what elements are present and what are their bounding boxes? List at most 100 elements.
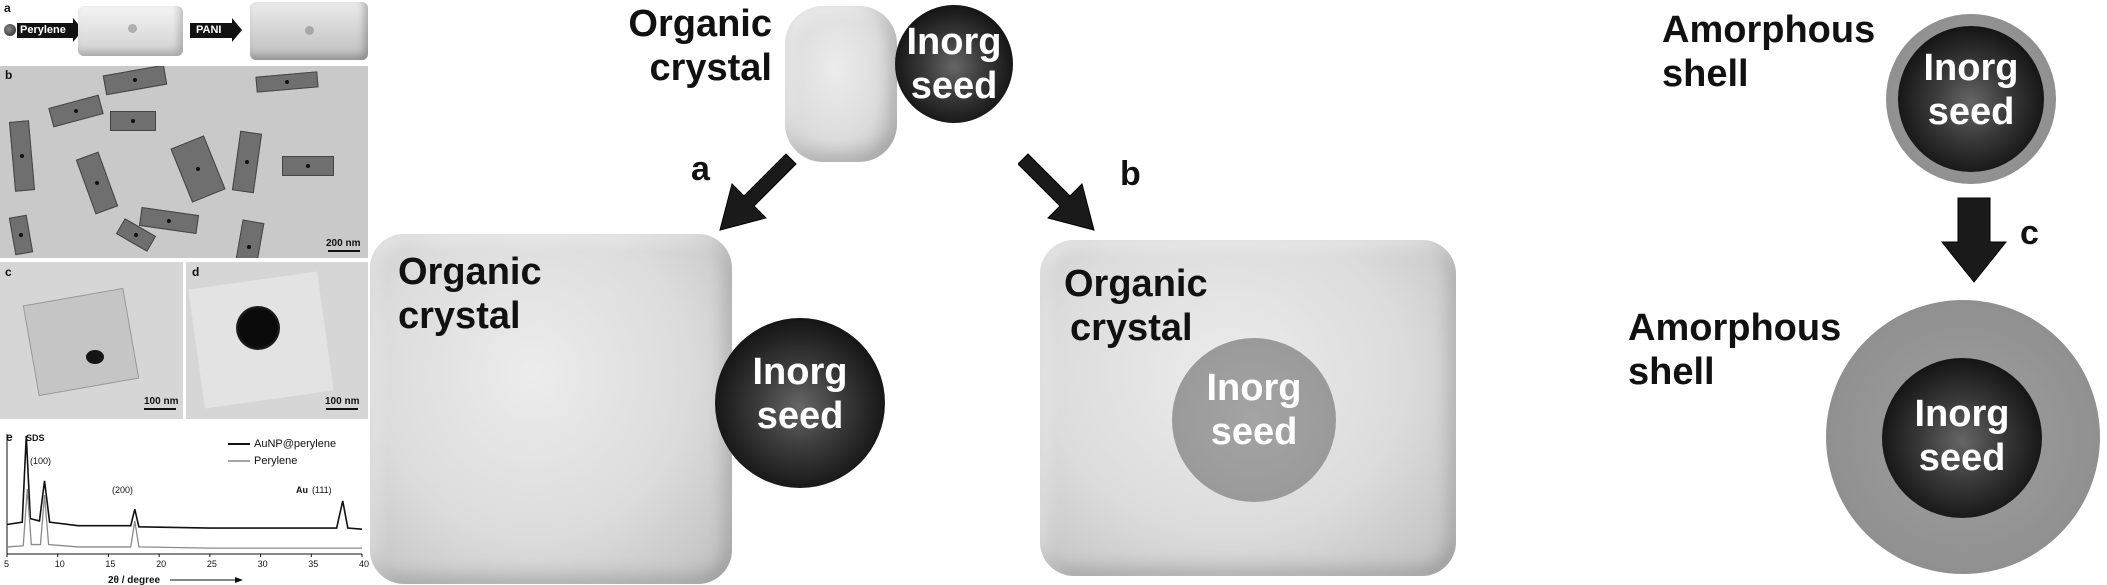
arrow-pani-label: PANI [196, 24, 222, 36]
left-crystal-label: Organic crystal [398, 250, 542, 338]
panel-d-scale-bar [326, 408, 358, 410]
coated-crystal-center-dot [305, 26, 314, 35]
nanorod [138, 207, 200, 234]
top-organic-crystal [785, 6, 897, 162]
x-tick-label: 30 [258, 559, 268, 569]
panel-c-tem-image: c 100 nm [0, 262, 183, 419]
right-bottom-shell-label: Amorphous shell [1628, 306, 1841, 394]
nanorod [255, 71, 319, 93]
legend-aunp: AuNP@perylene [254, 438, 336, 450]
right-top-shell-label-line1: Amorphous [1662, 9, 1876, 51]
seed-particle-icon [4, 24, 16, 36]
nanorod [102, 66, 168, 96]
x-tick-label: 35 [308, 559, 318, 569]
arrow-pani [190, 23, 232, 38]
x-tick-label: 5 [4, 559, 9, 569]
arrow-perylene [17, 23, 73, 38]
left-seed-label-line1: Inorg [752, 351, 848, 393]
nanorod [282, 156, 334, 176]
panel-e-xrd-chart: e 2θ / degree SDS (100) (200) Au (111) A… [0, 424, 370, 585]
panel-b-label: b [5, 68, 13, 82]
arrow-pani-head [232, 18, 242, 42]
left-seed-label-line2: seed [756, 395, 844, 437]
peak-sds-label: SDS [26, 433, 45, 443]
xrd-series [6, 435, 363, 549]
arrow-a-label: a [691, 150, 710, 188]
nanorod [8, 214, 34, 256]
top-crystal-label: Organic crystal [620, 2, 772, 90]
left-organic-crystal [370, 234, 732, 584]
x-ticks: 5 10 15 20 25 30 35 40 [4, 554, 369, 569]
left-inorg-seed [715, 318, 885, 488]
nanorod [110, 111, 156, 131]
arrow-a-icon [719, 153, 797, 231]
right-top-seed-label-line1: Inorg [1923, 47, 2019, 89]
panel-b-scale-bar [328, 250, 360, 252]
right-bottom-inorg-seed [1882, 358, 2042, 518]
top-seed-label-line1: Inorg [906, 21, 1002, 63]
nanorod [75, 151, 119, 215]
nanorod [48, 94, 104, 128]
right-top-shell-label-line2: shell [1662, 53, 1749, 95]
x-tick-label: 15 [105, 559, 115, 569]
right-top-inorg-seed [1898, 26, 2044, 172]
x-tick-label: 20 [156, 559, 166, 569]
gold-nanoparticle [86, 350, 104, 364]
arrow-c-label: c [2020, 214, 2039, 252]
arrow-c-icon [1940, 197, 2008, 283]
x-tick-label: 40 [359, 559, 369, 569]
peak-au-hkl-label: (111) [312, 485, 332, 495]
mid-crystal-label-line2: crystal [1070, 307, 1193, 349]
left-seed-label: Inorg seed [715, 350, 885, 438]
panel-e-label: e [6, 430, 13, 444]
arrow-b-label: b [1120, 155, 1141, 193]
peak-100-label: (100) [30, 456, 51, 466]
xrd-plot: 2θ / degree SDS (100) (200) Au (111) AuN… [4, 433, 369, 585]
right-bottom-seed-label: Inorg seed [1882, 392, 2042, 480]
panel-a: a Perylene PANI [0, 0, 370, 64]
mid-seed-label: Inorg seed [1172, 366, 1336, 454]
series-line-perylene [6, 489, 362, 549]
panel-d-tem-image: d 100 nm [186, 262, 368, 419]
nanorod [231, 130, 263, 194]
panel-c-label: c [5, 265, 12, 279]
top-seed-label: Inorg seed [895, 20, 1013, 108]
peak-200-label: (200) [112, 485, 133, 495]
x-tick-label: 10 [55, 559, 65, 569]
arrow-perylene-label: Perylene [20, 24, 66, 36]
x-tick-label: 25 [207, 559, 217, 569]
right-bottom-seed-label-line1: Inorg [1914, 393, 2010, 435]
right-bottom-shell-label-line1: Amorphous [1628, 307, 1842, 349]
panel-c-scale-bar [144, 408, 176, 410]
peak-au-label: Au [296, 485, 308, 495]
top-seed-label-line2: seed [910, 65, 998, 107]
left-crystal-label-line1: Organic [398, 251, 542, 293]
nanorod [233, 219, 265, 258]
mid-inorg-seed-embedded [1172, 338, 1336, 502]
top-crystal-label-line2: crystal [649, 47, 772, 89]
panel-d-scale-label: 100 nm [325, 396, 360, 407]
top-crystal-label-line1: Organic [628, 3, 772, 45]
legend-perylene: Perylene [254, 455, 297, 467]
mid-crystal-label: Organic crystal [1064, 262, 1208, 350]
left-crystal-label-line2: crystal [398, 295, 521, 337]
arrow-b-icon [1018, 153, 1095, 231]
top-inorg-seed [895, 5, 1013, 123]
nanorod [8, 120, 36, 192]
right-top-shell-label: Amorphous shell [1662, 8, 1875, 96]
right-top-seed-label: Inorg seed [1898, 46, 2044, 134]
panel-c-scale-label: 100 nm [144, 396, 179, 407]
coated-gold-nanoparticle [236, 306, 280, 350]
panel-b-scale-label: 200 nm [326, 238, 361, 249]
mid-seed-label-line2: seed [1210, 411, 1298, 453]
panel-d-label: d [192, 265, 200, 279]
x-axis-label: 2θ / degree [108, 575, 161, 585]
mid-seed-label-line1: Inorg [1206, 367, 1302, 409]
right-bottom-seed-label-line2: seed [1918, 437, 2006, 479]
panel-a-label: a [4, 1, 11, 15]
x-axis-arrow-head [235, 577, 243, 583]
nanoplate [22, 287, 140, 397]
series-line-aunp-perylene [6, 435, 363, 531]
right-top-seed-label-line2: seed [1927, 91, 2015, 133]
panel-b-tem-image: b 200 nm [0, 66, 368, 258]
